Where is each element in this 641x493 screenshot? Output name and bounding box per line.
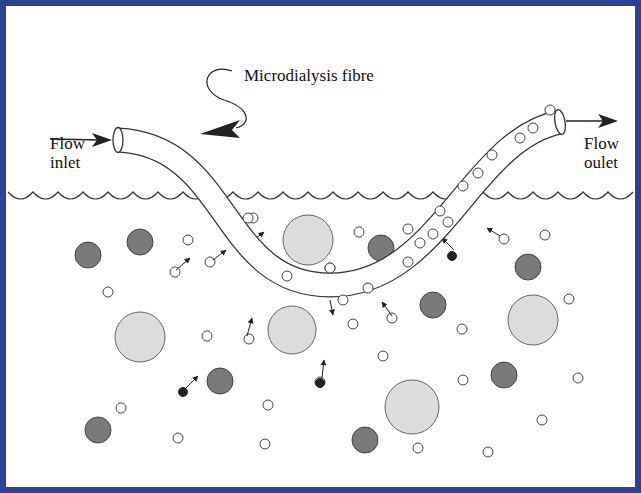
small-molecule [116, 403, 126, 413]
protein-molecule [515, 254, 541, 280]
diffusion-arrow [330, 300, 333, 315]
dialysate-molecule [528, 123, 538, 133]
dialysate-molecule [473, 168, 483, 178]
small-molecule [263, 400, 273, 410]
inlet-arrow-head [92, 133, 112, 147]
small-molecule [103, 287, 113, 297]
dialysate-molecule [545, 105, 555, 115]
fibre-outline [118, 122, 560, 285]
diffusion-arrow [247, 318, 252, 336]
dialysate-molecule [487, 150, 497, 160]
large-molecule [385, 380, 439, 434]
small-molecule [260, 439, 270, 449]
diffusion-arrow [382, 302, 392, 316]
small-molecule [348, 319, 358, 329]
small-molecule [573, 373, 583, 383]
small-molecule [315, 377, 325, 387]
small-molecule [458, 375, 468, 385]
small-molecule [173, 433, 183, 443]
small-molecule [564, 294, 574, 304]
small-molecule [354, 227, 364, 237]
protein-molecule [85, 417, 111, 443]
analyte-molecule [316, 379, 325, 388]
small-molecule [202, 331, 212, 341]
outlet-arrow-head [598, 114, 618, 128]
diffusion-arrow [186, 376, 198, 388]
analyte-molecule [448, 252, 457, 261]
dialysate-molecule [338, 295, 348, 305]
outlet-arrow-shaft [566, 120, 606, 121]
large-molecule [268, 306, 316, 354]
callout-label: Microdialysis fibre [244, 66, 374, 85]
leader-arrow-head [200, 120, 240, 138]
dialysate-molecule [415, 238, 425, 248]
water-surface [8, 192, 633, 199]
protein-molecule [352, 427, 378, 453]
diffusion-arrow [442, 238, 454, 250]
outlet-label: Flow oulet [584, 134, 630, 172]
small-molecule [378, 351, 388, 361]
large-molecule [115, 312, 165, 362]
protein-molecule [491, 362, 517, 388]
large-molecule [283, 215, 333, 265]
small-molecule [403, 224, 413, 234]
protein-molecule [207, 368, 233, 394]
dialysate-particles [243, 105, 555, 305]
dialysate-molecule [363, 283, 373, 293]
inlet-label: Flow inlet [50, 134, 96, 172]
dialysate-molecule [282, 271, 292, 281]
protein-molecule [420, 292, 446, 318]
small-molecule [183, 235, 193, 245]
small-molecule [537, 415, 547, 425]
small-molecule [483, 447, 493, 457]
small-molecule [499, 234, 509, 244]
dialysate-molecule [325, 263, 335, 273]
diffusion-arrow [176, 258, 190, 270]
small-molecule [540, 230, 550, 240]
analyte-molecule [179, 388, 188, 397]
protein-molecule [75, 242, 101, 268]
small-molecule [457, 324, 467, 334]
small-molecule [205, 257, 215, 267]
small-molecule [387, 313, 397, 323]
dialysate-molecule [443, 217, 453, 227]
diffusion-arrow [213, 250, 226, 260]
small-molecule [413, 443, 423, 453]
dialysate-molecule [435, 206, 445, 216]
small-molecule [325, 263, 335, 273]
dialysate-molecule [458, 181, 468, 191]
fibre-outlet-end [553, 109, 567, 135]
particles [75, 190, 583, 457]
protein-molecule [127, 229, 153, 255]
fibre-lumen [118, 122, 560, 285]
leader-line [207, 69, 246, 128]
large-molecule [508, 295, 558, 345]
dialysate-molecule [243, 213, 253, 223]
dialysate-molecule [515, 133, 525, 143]
diffusion-arrow [322, 360, 324, 378]
dialysate-molecule [403, 257, 413, 267]
small-molecule [244, 334, 254, 344]
fibre-inlet-end [113, 128, 123, 153]
dialysate-molecule [428, 229, 438, 239]
diffusion-arrow [487, 228, 500, 236]
